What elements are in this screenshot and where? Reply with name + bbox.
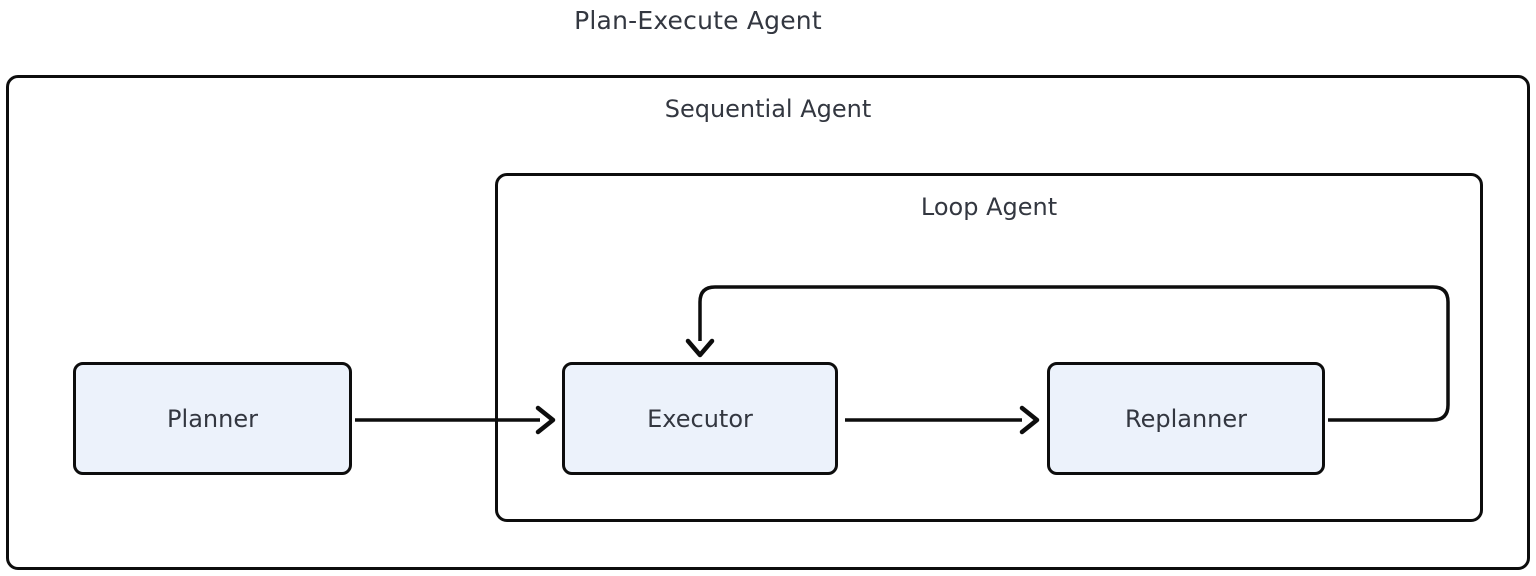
- node-planner: Planner: [73, 362, 352, 475]
- container-sequential-agent-label: Sequential Agent: [664, 95, 872, 123]
- container-sequential-agent: Sequential Agent: [6, 75, 1530, 570]
- node-replanner: Replanner: [1047, 362, 1325, 475]
- container-loop-agent: Loop Agent: [495, 173, 1483, 522]
- node-executor: Executor: [562, 362, 838, 475]
- diagram-title: Plan-Execute Agent: [574, 6, 822, 35]
- container-loop-agent-label: Loop Agent: [920, 193, 1058, 221]
